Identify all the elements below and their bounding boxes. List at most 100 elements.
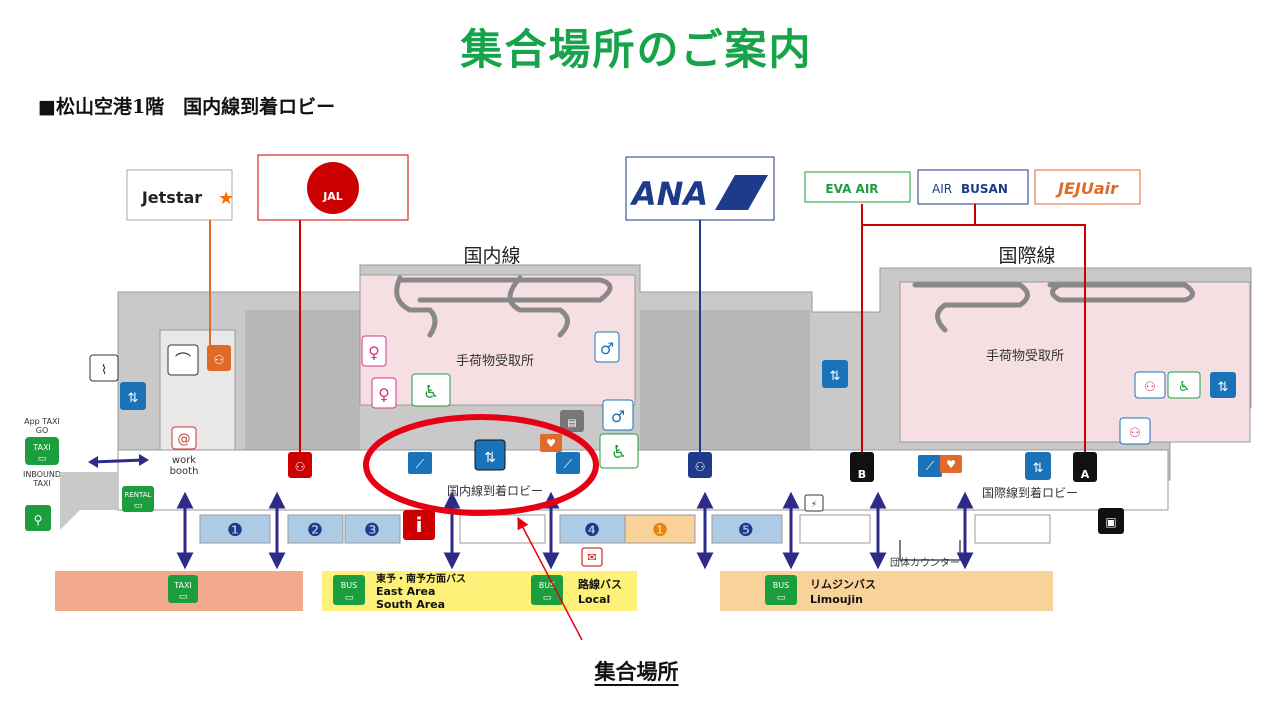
- svg-text:♀: ♀: [368, 343, 380, 362]
- mens-restroom-icon-2: ♂: [602, 399, 634, 431]
- ana-counter: ⚇: [688, 452, 712, 478]
- intl-counter-a: A: [1073, 452, 1097, 482]
- bus-stop-area: BUS ▭ 東予・南予方面バス East Area South Area BUS…: [322, 571, 637, 611]
- svg-text:▤: ▤: [567, 418, 576, 429]
- svg-text:♂: ♂: [600, 339, 614, 358]
- svg-text:@: @: [178, 432, 191, 447]
- svg-text:EVA AIR: EVA AIR: [825, 182, 878, 196]
- bidirectional-arrow-taxi: [88, 454, 149, 468]
- svg-text:B: B: [858, 468, 866, 481]
- elevator-icon-ana: ⇅: [822, 360, 848, 388]
- eva-air-logo: EVA AIR: [804, 171, 911, 203]
- local-bus-label-en: Local: [578, 593, 610, 606]
- gate-2-number: ❷: [307, 520, 323, 541]
- app-taxi-label-1: App TAXI: [24, 417, 60, 426]
- taxi-stand-area: TAXI ▭: [55, 571, 303, 611]
- east-bus-label-jp: 東予・南予方面バス: [376, 572, 466, 585]
- svg-text:⚇: ⚇: [695, 460, 706, 474]
- meeting-point-text: 集合場所: [594, 659, 679, 684]
- svg-text:Jetstar: Jetstar: [141, 188, 202, 207]
- international-arrival-lobby-label: 国際線到着ロビー: [982, 485, 1078, 500]
- svg-text:♥: ♥: [946, 458, 956, 471]
- svg-text:⚇: ⚇: [1144, 380, 1156, 395]
- accessible-icon-intl: ♿: [1167, 371, 1201, 399]
- meeting-point-pointer: [517, 516, 583, 641]
- app-taxi-label-2: GO: [36, 426, 49, 435]
- air-busan-logo: AIR BUSAN: [917, 169, 1029, 205]
- limousine-label-en: Limoujin: [810, 593, 863, 606]
- svg-text:♿: ♿: [1178, 379, 1191, 395]
- womens-restroom-icon-2: ♀: [371, 377, 397, 409]
- svg-text:♂: ♂: [611, 407, 625, 426]
- svg-text:⇅: ⇅: [830, 369, 841, 384]
- gate-1-number: ❶: [227, 520, 243, 541]
- domestic-baggage-claim-label: 手荷物受取所: [456, 354, 534, 369]
- svg-text:BUS: BUS: [539, 581, 555, 590]
- elevator-icon-intl-right: ⇅: [1210, 372, 1236, 398]
- accessible-restroom-icon-2: ♿: [599, 433, 639, 469]
- intl-counter-b: B: [850, 452, 874, 482]
- jal-counter: ⚇: [288, 452, 312, 478]
- domestic-arrival-lobby-label: 国内線到着ロビー: [447, 483, 543, 498]
- svg-text:⇅: ⇅: [1218, 380, 1229, 395]
- domestic-section-label: 国内線: [463, 245, 520, 267]
- locker-icon-intl: ▣: [1098, 508, 1124, 534]
- jetstar-counter: ⚇: [207, 345, 231, 371]
- east-bus-label-en-2: South Area: [376, 598, 445, 611]
- svg-text:▭: ▭: [777, 593, 786, 603]
- escalator-icon-intl: ⟋: [918, 455, 942, 477]
- svg-text:⚇: ⚇: [1129, 426, 1141, 441]
- svg-text:⟋: ⟋: [926, 459, 935, 473]
- limousine-bus-area: BUS ▭ リムジンバス Limoujin: [720, 571, 1053, 611]
- svg-text:⌇: ⌇: [101, 363, 107, 378]
- escalator-icon-right: ⟋: [556, 452, 580, 474]
- east-bus-label-en-1: East Area: [376, 585, 435, 598]
- smoking-room-icon: ⌇: [89, 354, 119, 382]
- page-title: 集合場所のご案内: [460, 25, 813, 74]
- jetstar-logo: Jetstar ★: [126, 169, 234, 221]
- elevator-icon-center: ⇅: [474, 439, 506, 471]
- svg-text:⇅: ⇅: [128, 391, 139, 406]
- svg-text:▭: ▭: [345, 593, 354, 603]
- limousine-label-jp: リムジンバス: [810, 578, 876, 591]
- information-icon: i: [403, 510, 435, 540]
- charging-icon: ⚡: [804, 494, 824, 512]
- womens-restroom-icon: ♀: [361, 335, 387, 367]
- svg-text:✉: ✉: [587, 551, 596, 564]
- inbound-taxi-label-2: TAXI: [32, 479, 51, 488]
- cloakroom-icon: ⌒: [167, 344, 199, 376]
- international-baggage-claim-label: 手荷物受取所: [986, 349, 1064, 364]
- svg-text:BUSAN: BUSAN: [961, 182, 1008, 196]
- svg-text:▣: ▣: [1105, 515, 1116, 529]
- accessible-restroom-icon: ♿: [411, 373, 451, 407]
- restroom-icon-intl: ⚇: [1134, 371, 1166, 399]
- ana-logo: ANA: [625, 156, 775, 221]
- location-subtitle: ■松山空港1階 国内線到着ロビー: [38, 96, 336, 118]
- work-booth-label-1: work: [172, 455, 196, 466]
- svg-text:▭: ▭: [38, 454, 47, 464]
- svg-text:⇅: ⇅: [484, 450, 496, 466]
- svg-text:AIR: AIR: [932, 182, 952, 196]
- svg-text:TAXI: TAXI: [32, 443, 51, 452]
- cycle-station-icon: ⚲: [25, 505, 51, 531]
- svg-text:BUS: BUS: [773, 581, 789, 590]
- svg-text:ANA: ANA: [629, 175, 708, 213]
- escalator-icon-left: ⟋: [408, 452, 432, 474]
- svg-text:♿: ♿: [423, 382, 439, 403]
- group-counter-label: 団体カウンター: [890, 557, 960, 569]
- aed-icon: ♥: [540, 434, 562, 452]
- international-section-label: 国際線: [998, 245, 1055, 267]
- group-counter-shape: [899, 540, 961, 561]
- meeting-point-circle: [363, 414, 599, 516]
- mens-restroom-icon: ♂: [594, 331, 620, 363]
- locker-icon: ▤: [560, 410, 584, 432]
- work-booth-icon: @: [171, 426, 197, 450]
- local-bus-label-jp: 路線バス: [578, 577, 622, 591]
- work-booth-label-2: booth: [170, 466, 199, 477]
- svg-text:JAL: JAL: [322, 190, 343, 203]
- svg-text:⟋: ⟋: [564, 457, 573, 471]
- svg-text:TAXI: TAXI: [173, 581, 192, 590]
- gate-intl-1-number: ❶: [652, 520, 668, 541]
- svg-text:BUS: BUS: [341, 581, 357, 590]
